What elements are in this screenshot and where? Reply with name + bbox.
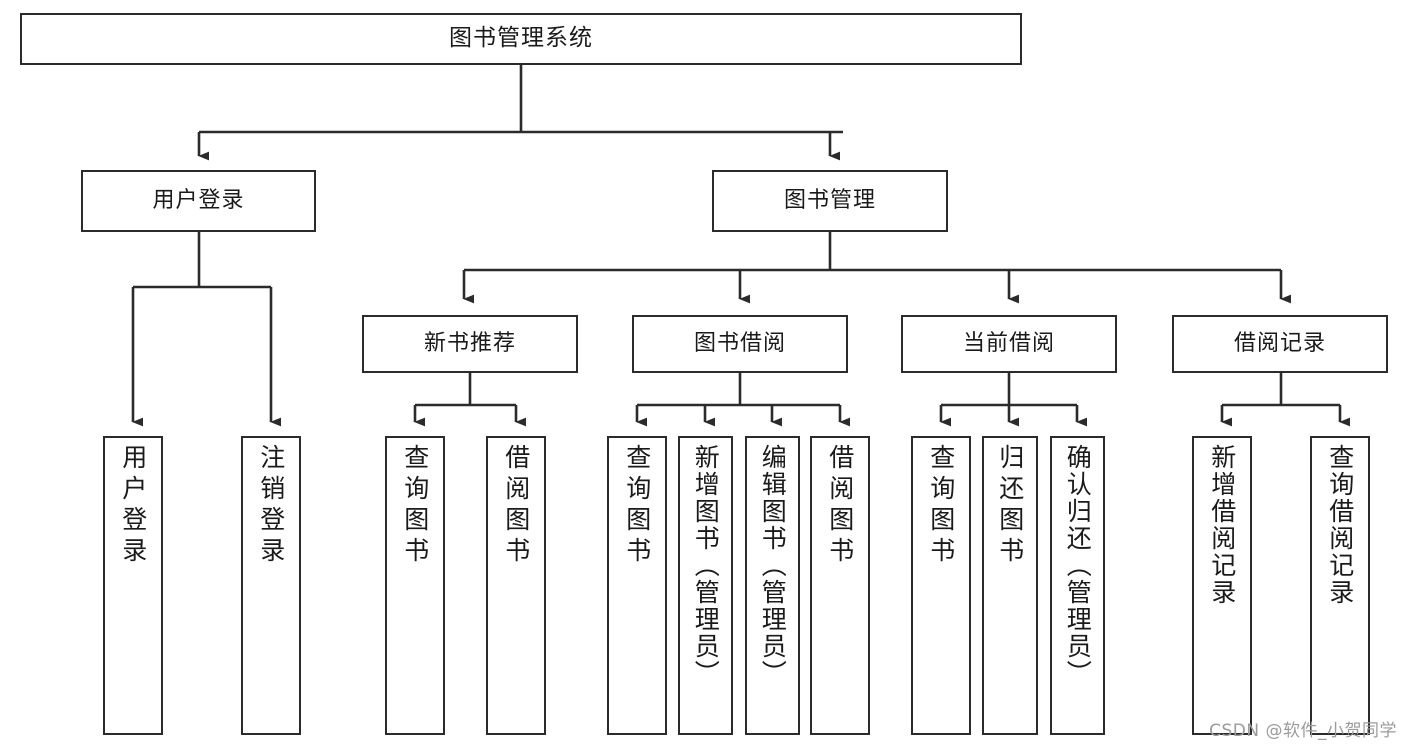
leaf-borrow-book-recommend[interactable]: 借阅图书 <box>486 436 546 735</box>
leaf-logout-label: 注销登录 <box>256 444 286 568</box>
node-current-borrow-label: 当前借阅 <box>962 330 1055 356</box>
node-current-borrow[interactable]: 当前借阅 <box>901 315 1117 373</box>
node-new-book-recommend[interactable]: 新书推荐 <box>362 315 578 373</box>
leaf-edit-book-admin[interactable]: 编辑图书（管理员） <box>745 436 800 735</box>
leaf-query-book-borrow-label: 查询图书 <box>622 444 652 568</box>
leaf-user-login[interactable]: 用户登录 <box>103 436 163 735</box>
leaf-query-book-borrow[interactable]: 查询图书 <box>607 436 667 735</box>
leaf-add-book-admin-label: 新增图书（管理员） <box>691 444 721 687</box>
leaf-query-book-current-label: 查询图书 <box>926 444 956 568</box>
node-new-book-recommend-label: 新书推荐 <box>423 330 516 356</box>
leaf-borrow-book[interactable]: 借阅图书 <box>810 436 870 735</box>
leaf-query-book-recommend-label: 查询图书 <box>400 444 430 568</box>
leaf-query-borrow-record[interactable]: 查询借阅记录 <box>1310 436 1370 735</box>
leaf-return-book-label: 归还图书 <box>995 444 1025 568</box>
leaf-query-borrow-record-label: 查询借阅记录 <box>1325 444 1355 606</box>
leaf-add-borrow-record-label: 新增借阅记录 <box>1207 444 1237 606</box>
leaf-add-borrow-record[interactable]: 新增借阅记录 <box>1192 436 1252 735</box>
node-book-borrow-label: 图书借阅 <box>693 330 786 356</box>
node-book-borrow[interactable]: 图书借阅 <box>632 315 848 373</box>
node-root-label: 图书管理系统 <box>449 25 593 52</box>
leaf-user-login-label: 用户登录 <box>118 444 148 568</box>
leaf-return-book[interactable]: 归还图书 <box>982 436 1038 735</box>
leaf-borrow-book-label: 借阅图书 <box>825 444 855 568</box>
leaf-query-book-recommend[interactable]: 查询图书 <box>385 436 445 735</box>
leaf-add-book-admin[interactable]: 新增图书（管理员） <box>678 436 733 735</box>
node-root-book-management-system[interactable]: 图书管理系统 <box>20 13 1022 65</box>
leaf-confirm-return-admin[interactable]: 确认归还（管理员） <box>1050 436 1105 735</box>
leaf-logout[interactable]: 注销登录 <box>241 436 301 735</box>
node-user-login-label: 用户登录 <box>152 187 245 213</box>
leaf-confirm-return-admin-label: 确认归还（管理员） <box>1063 444 1093 687</box>
node-book-management-label: 图书管理 <box>783 187 876 213</box>
watermark-text: CSDN @软件_小贺同学 <box>1209 721 1397 741</box>
node-borrow-record-label: 借阅记录 <box>1233 330 1326 356</box>
leaf-borrow-book-recommend-label: 借阅图书 <box>501 444 531 568</box>
node-book-management[interactable]: 图书管理 <box>712 170 948 232</box>
node-user-login[interactable]: 用户登录 <box>81 170 316 232</box>
node-borrow-record[interactable]: 借阅记录 <box>1172 315 1388 373</box>
leaf-query-book-current[interactable]: 查询图书 <box>911 436 971 735</box>
leaf-edit-book-admin-label: 编辑图书（管理员） <box>758 444 788 687</box>
